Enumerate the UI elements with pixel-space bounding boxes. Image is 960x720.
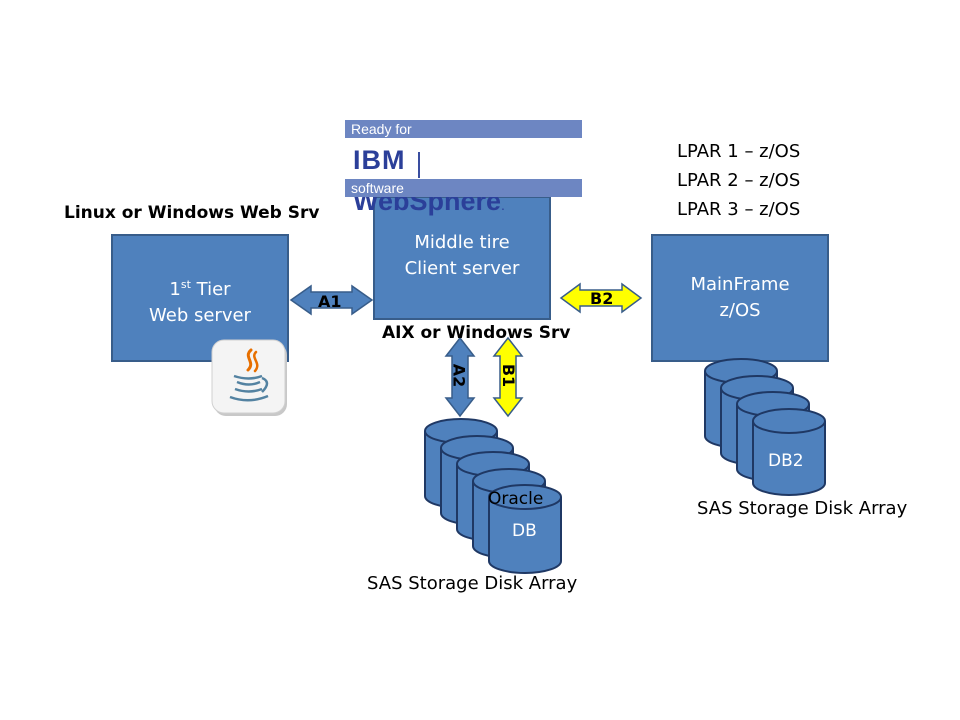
arrow-b2-label: B2	[590, 289, 614, 308]
db2-disk-array	[704, 358, 826, 496]
left-storage-caption: SAS Storage Disk Array	[367, 573, 578, 594]
oracle-label: Oracle	[488, 489, 544, 509]
arrow-b2	[559, 282, 643, 314]
ibm-brand-text: IBM	[353, 145, 406, 175]
ibm-websphere-logo: Ready for IBM WebSphere. software	[345, 120, 582, 216]
middle-tier-caption: AIX or Windows Srv	[382, 323, 571, 343]
db2-cylinder	[752, 421, 826, 496]
arrow-b1	[492, 336, 524, 418]
middle-tier-line2: Client server	[404, 258, 520, 279]
logo-divider	[417, 151, 420, 178]
middle-tier-box: Middle tire Client server	[373, 196, 551, 320]
mainframe-line2: z/OS	[719, 300, 761, 321]
java-icon	[211, 339, 287, 416]
middle-tier-line1: Middle tire	[414, 232, 510, 253]
mainframe-box: MainFrame z/OS	[651, 234, 829, 362]
mainframe-line1: MainFrame	[690, 274, 790, 295]
lpar-1: LPAR 1 – z/OS	[677, 141, 801, 162]
lpar-3: LPAR 3 – z/OS	[677, 199, 801, 220]
web-server-box: 1st Tier Web server	[111, 234, 289, 362]
arrow-a2	[444, 336, 476, 418]
oracle-db-cylinder	[488, 497, 562, 574]
db2-cylinder-top	[752, 408, 826, 434]
web-server-tier-label: 1st Tier	[169, 278, 231, 300]
oracle-disk-array	[424, 418, 562, 574]
web-server-caption: Linux or Windows Web Srv	[64, 203, 320, 223]
right-storage-caption: SAS Storage Disk Array	[697, 498, 908, 519]
arrow-b1-label: B1	[499, 363, 519, 388]
arrow-a1	[289, 284, 374, 316]
logo-mark: .	[501, 197, 505, 213]
oracle-db-cylinder-top	[488, 484, 562, 510]
logo-bottom-band: software	[345, 179, 582, 197]
lpar-2: LPAR 2 – z/OS	[677, 170, 801, 191]
oracle-db-label: DB	[512, 521, 537, 541]
web-server-label: Web server	[149, 305, 251, 326]
db2-label: DB2	[768, 451, 804, 471]
arrow-a2-label: A2	[449, 363, 469, 388]
logo-top-band: Ready for	[345, 120, 582, 138]
arrow-a1-label: A1	[318, 292, 342, 311]
